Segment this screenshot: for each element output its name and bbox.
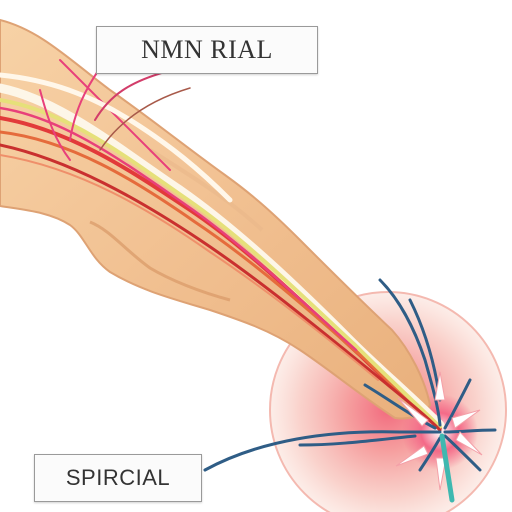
top-label-text: NMN RIAL — [141, 35, 273, 64]
top-label-box: NMN RIAL — [96, 26, 318, 74]
bottom-label-text: SPIRCIAL — [65, 465, 171, 490]
pain-rays — [395, 371, 483, 491]
upper-nerve-branches — [39, 67, 191, 161]
elbow-shade — [89, 220, 231, 302]
forearm-shade — [148, 148, 264, 232]
nerve-bundle — [0, 59, 445, 432]
bottom-label-box: SPIRCIAL — [34, 454, 202, 502]
needle — [439, 433, 455, 503]
